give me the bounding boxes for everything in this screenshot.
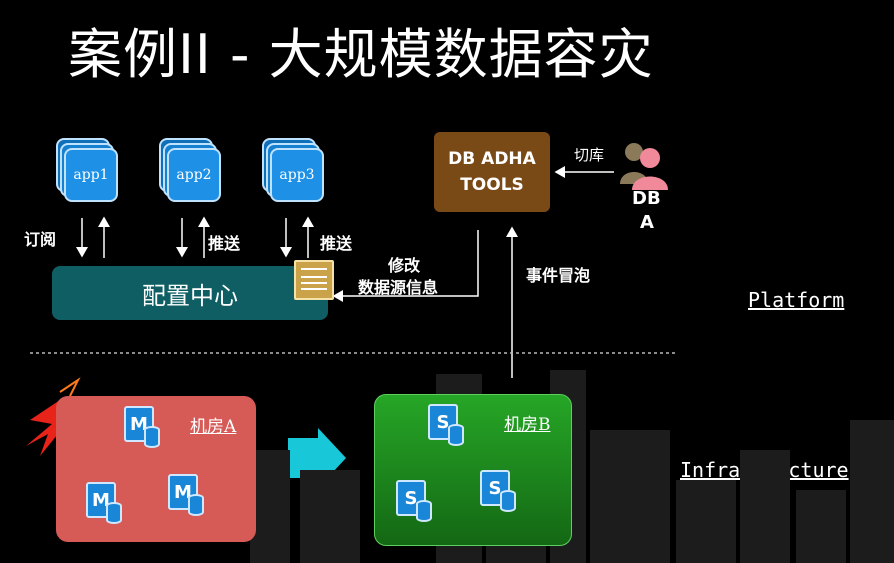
config-center[interactable]: 配置中心 <box>52 266 328 320</box>
room-a-label: 机房A <box>190 417 237 437</box>
app2-stack[interactable]: app2 <box>159 138 221 202</box>
tools-line2: TOOLS <box>460 175 524 195</box>
event-bubble-label: 事件冒泡 <box>526 266 591 285</box>
slave-db-icon: S <box>428 404 464 448</box>
app3-stack[interactable]: app3 <box>262 138 324 202</box>
tools-line1: DB ADHA <box>448 149 536 169</box>
room-b-label: 机房B <box>504 415 551 435</box>
datacenter-b[interactable] <box>374 394 572 546</box>
master-db-icon: M <box>168 474 204 518</box>
dba-people-icon <box>620 143 668 190</box>
master-db-icon: M <box>124 406 160 450</box>
modify-datasource-arrow <box>332 230 479 302</box>
config-document-icon <box>294 260 334 300</box>
slave-db-icon: S <box>396 480 432 524</box>
dba-label-line1: DB <box>632 188 661 209</box>
push2-label: 推送 <box>320 234 353 253</box>
app2-label: app2 <box>167 148 221 202</box>
subscribe-label: 订阅 <box>24 230 57 249</box>
platform-layer-label: Platform <box>748 288 845 312</box>
slide-title: 案例II - 大规模数据容灾 <box>68 23 654 86</box>
app1-label: app1 <box>64 148 118 202</box>
modify-label-line2: 数据源信息 <box>358 278 439 297</box>
app3-label: app3 <box>270 148 324 202</box>
slave-db-icon: S <box>480 470 516 514</box>
db-adha-tools-box[interactable]: DB ADHA TOOLS <box>434 132 550 212</box>
app1-stack[interactable]: app1 <box>56 138 118 202</box>
master-db-icon: M <box>86 482 122 526</box>
switch-db-label: 切库 <box>574 146 605 164</box>
modify-label-line1: 修改 <box>388 256 421 275</box>
dba-label-line2: A <box>640 212 654 233</box>
push1-label: 推送 <box>208 234 241 253</box>
